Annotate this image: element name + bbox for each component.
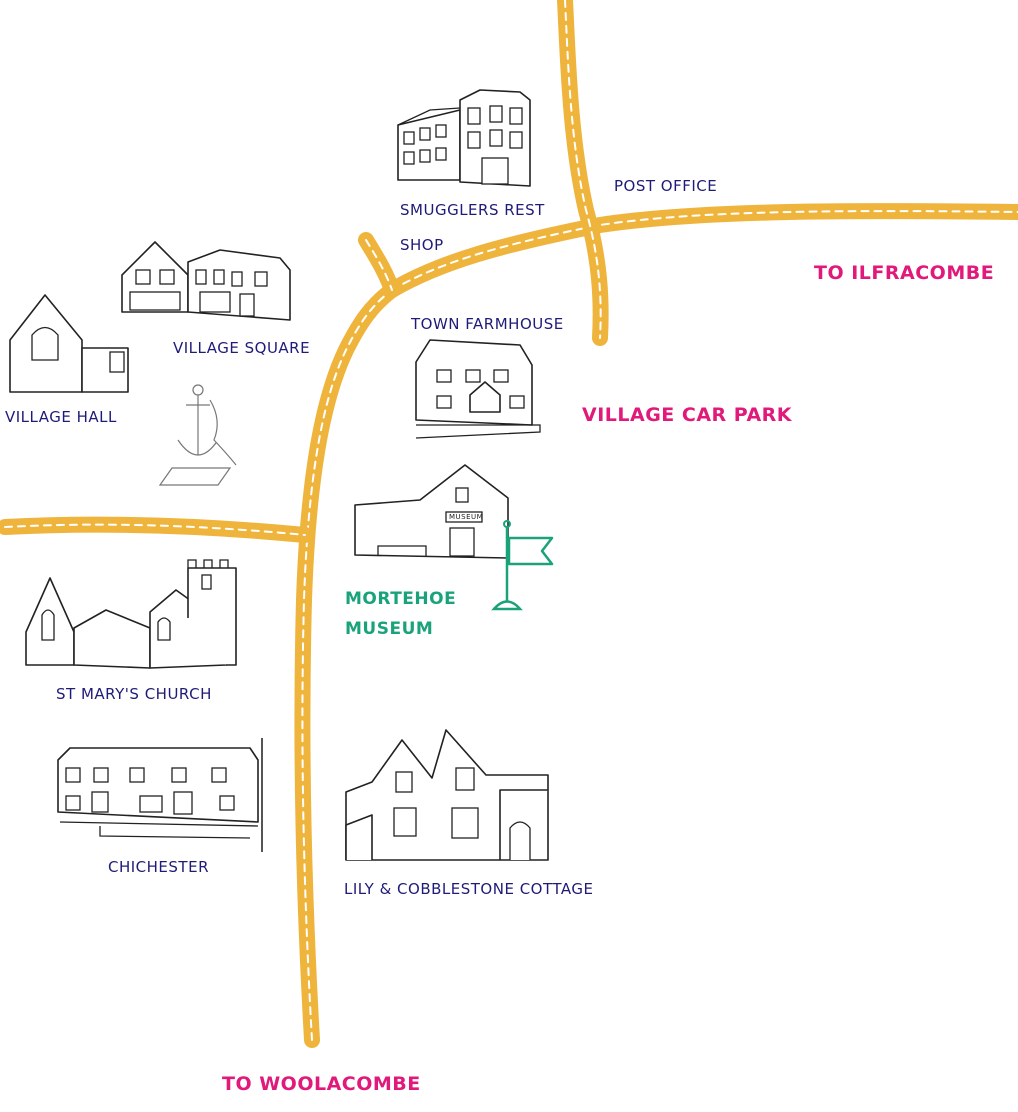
road-shop-spur xyxy=(358,232,400,298)
village-hall-label: VILLAGE HALL xyxy=(5,408,117,426)
st-marys-church-drawing xyxy=(25,559,237,669)
village-square-label: VILLAGE SQUARE xyxy=(173,339,311,357)
chichester-drawing xyxy=(57,738,263,852)
road-west-dash xyxy=(4,523,306,536)
town-farmhouse-label: TOWN FARMHOUSE xyxy=(411,315,564,333)
village-hall-drawing xyxy=(9,294,129,393)
post-office-label: POST OFFICE xyxy=(614,177,718,195)
village-car-park-label: VILLAGE CAR PARK xyxy=(582,404,793,426)
road-shop-spur-dash xyxy=(365,239,393,291)
town-farmhouse-drawing xyxy=(415,339,541,439)
road-main xyxy=(294,282,400,1048)
anchor-monument-drawing xyxy=(158,384,237,486)
road-north xyxy=(557,0,609,346)
museum-label-line-1: MORTEHOE xyxy=(345,589,457,609)
museum-label-line-2: MUSEUM xyxy=(345,619,434,639)
museum-drawing xyxy=(354,464,509,559)
museum-sign: MUSEUM xyxy=(449,513,484,521)
lily-cobblestone-cottage-label: LILY & COBBLESTONE COTTAGE xyxy=(344,880,594,898)
smugglers-rest-drawing xyxy=(397,89,531,187)
st-marys-church-label: ST MARY'S CHURCH xyxy=(56,685,212,703)
road-to-ilfracombe-dash xyxy=(391,210,1018,291)
lily-cobblestone-cottage-drawing xyxy=(345,729,549,861)
to-woolacombe-label: TO WOOLACOMBE xyxy=(222,1073,421,1095)
shop-label: SHOP xyxy=(400,236,444,254)
to-ilfracombe-label: TO ILFRACOMBE xyxy=(814,262,995,284)
village-square-drawing xyxy=(121,241,291,321)
flag-icon xyxy=(491,520,554,611)
road-network xyxy=(0,0,1018,1048)
smugglers-rest-label: SMUGGLERS REST xyxy=(400,201,545,219)
road-main-dash xyxy=(301,289,393,1041)
mortehoe-museum-label: MORTEHOE MUSEUM xyxy=(345,584,456,644)
road-north-dash xyxy=(564,0,602,339)
chichester-label: CHICHESTER xyxy=(108,858,209,876)
